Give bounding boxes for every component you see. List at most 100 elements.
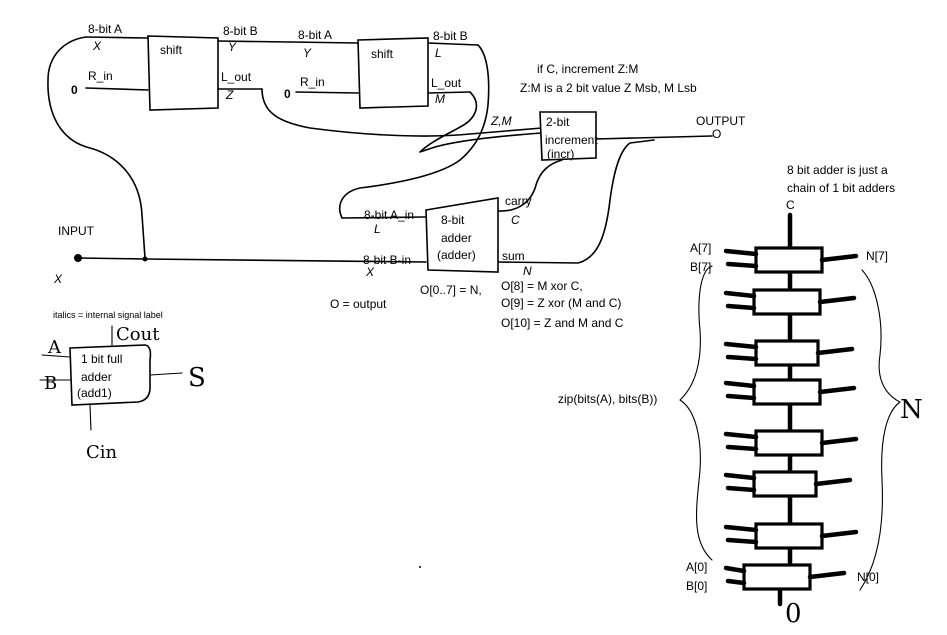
right-brace-label: N	[900, 395, 923, 425]
shift-2-out-bot-label: L_out	[431, 76, 462, 90]
equation-0: O[0..7] = N,	[420, 283, 482, 297]
shift-1-label: shift	[160, 43, 183, 57]
shift-1-out-bot-label: L_out	[221, 70, 252, 84]
adder-line2: adder	[441, 231, 472, 245]
adder-carry-label: carry	[505, 194, 532, 208]
shift-2-label: shift	[371, 47, 394, 61]
left-brace	[679, 265, 713, 561]
full-adder-s-label: S	[188, 363, 206, 393]
adder-in-b-label: 8-bit B-in	[363, 253, 411, 267]
chain-n-output	[819, 436, 859, 446]
shift-1-out-top-wire	[217, 40, 291, 43]
input-node: INPUT X	[53, 224, 148, 286]
shift-1-in-bot-wire	[85, 87, 149, 91]
chain-b-top: B[7]	[690, 260, 711, 274]
m-wire	[419, 91, 543, 153]
chain-b-input	[725, 354, 759, 362]
full-adder-s-wire	[149, 372, 183, 376]
increment-line1: 2-bit	[546, 115, 570, 129]
chain-a-input	[723, 290, 757, 299]
output-label: OUTPUT	[696, 114, 746, 128]
chain-b-input	[725, 537, 759, 545]
increment-line3: (incr)	[547, 147, 574, 161]
shift-2-out-bot-sig: M	[435, 92, 445, 106]
chain-adder-cell	[754, 246, 824, 274]
increment-block: 2-bit increment (incr) Z,M if C, increme…	[490, 62, 746, 161]
full-adder-block: 1 bit full adder (add1) A B Cout S Cin	[39, 324, 206, 463]
legend-italics-note: italics = internal signal label	[53, 310, 163, 320]
chain-adder-cell	[754, 429, 824, 457]
adder-carry-sig: C	[511, 213, 520, 227]
shift-2-out-top-sig: L	[435, 46, 442, 60]
shift-block-2: shift 8-bit A Y R_in 0 8-bit B L L_out M	[284, 28, 479, 109]
adder-box	[425, 197, 499, 273]
equation-2: O[9] = Z xor (M and C)	[501, 296, 621, 310]
chain-n-output	[819, 253, 859, 263]
chain-a-input	[723, 380, 757, 389]
chain-a-input	[723, 472, 757, 481]
chain-b-input	[725, 393, 757, 401]
chain-n-output	[819, 529, 859, 539]
chain-n-output	[817, 385, 857, 395]
shift-2-const-zero: 0	[284, 87, 291, 101]
full-adder-box	[69, 344, 152, 406]
chain-a-top: A[7]	[690, 241, 711, 255]
output-sig: O	[712, 127, 721, 141]
input-sig: X	[53, 272, 63, 286]
right-brace	[859, 269, 901, 591]
chain-n-output	[815, 346, 855, 356]
sum-wire	[497, 139, 655, 264]
adder-line3: (adder)	[437, 248, 476, 262]
carry-wire	[497, 159, 563, 212]
shift-2-in-top-label: 8-bit A	[298, 28, 332, 42]
full-adder-cin-wire	[89, 404, 92, 431]
chain-adder-cell	[752, 288, 822, 316]
adder-in-a-sig: L	[374, 222, 381, 236]
shift-1-out-top-sig: Y	[228, 40, 237, 54]
stray-dot	[419, 566, 421, 568]
chain-top-sig: C	[786, 198, 795, 212]
full-adder-b-label: B	[44, 373, 57, 394]
chain-n-output	[817, 295, 857, 305]
shift-1-out-top-label: 8-bit B	[223, 24, 258, 38]
increment-box	[539, 111, 597, 161]
chain-b-input	[725, 303, 757, 311]
increment-line2: increment	[545, 133, 598, 147]
chain-note1: 8 bit adder is just a	[787, 163, 888, 177]
chain-a-bottom: A[0]	[686, 560, 707, 574]
full-adder-line3: (add1)	[77, 386, 112, 400]
shift-block-1: shift 8-bit A X R_in 0 8-bit B Y L_out Z	[71, 22, 291, 111]
chain-b-input	[725, 261, 759, 269]
shift-2-in-bot-label: R_in	[300, 75, 325, 89]
x-feedback-wire	[47, 36, 146, 259]
adder-line1: 8-bit	[441, 213, 465, 227]
chain-a-input	[723, 431, 759, 440]
chain-n-output	[807, 570, 847, 580]
chain-cells	[723, 212, 859, 607]
shift-1-const-zero: 0	[71, 83, 78, 97]
chain-a-input	[723, 524, 759, 533]
full-adder-line2: adder	[81, 370, 112, 384]
legend-o-output: O = output	[330, 297, 387, 311]
l-feedback-wire	[338, 44, 490, 219]
chain-a-input	[723, 248, 759, 257]
increment-note1: if C, increment Z:M	[537, 62, 638, 76]
shift-2-in-bot-wire	[295, 91, 359, 94]
chain-b-input	[725, 485, 757, 493]
full-adder-line1: 1 bit full	[81, 352, 122, 366]
adder-in-a-label: 8-bit A_in	[364, 208, 414, 222]
chain-a-input	[723, 565, 747, 574]
chain-a-input	[723, 341, 759, 350]
full-adder-cout-label: Cout	[116, 324, 160, 345]
chain-b-bottom: B[0]	[686, 579, 707, 593]
chain-b-input	[725, 444, 759, 452]
shift-2-in-top-sig: Y	[303, 46, 312, 60]
chain-adder-cell	[752, 470, 818, 498]
full-adder-a-wire	[41, 354, 71, 358]
shift-1-in-top-sig: X	[92, 39, 102, 53]
shift-1-in-top-label: 8-bit A	[88, 22, 122, 36]
input-dot	[74, 254, 82, 262]
chain-zip-label: zip(bits(A), bits(B))	[558, 392, 657, 406]
input-label: INPUT	[58, 224, 95, 238]
